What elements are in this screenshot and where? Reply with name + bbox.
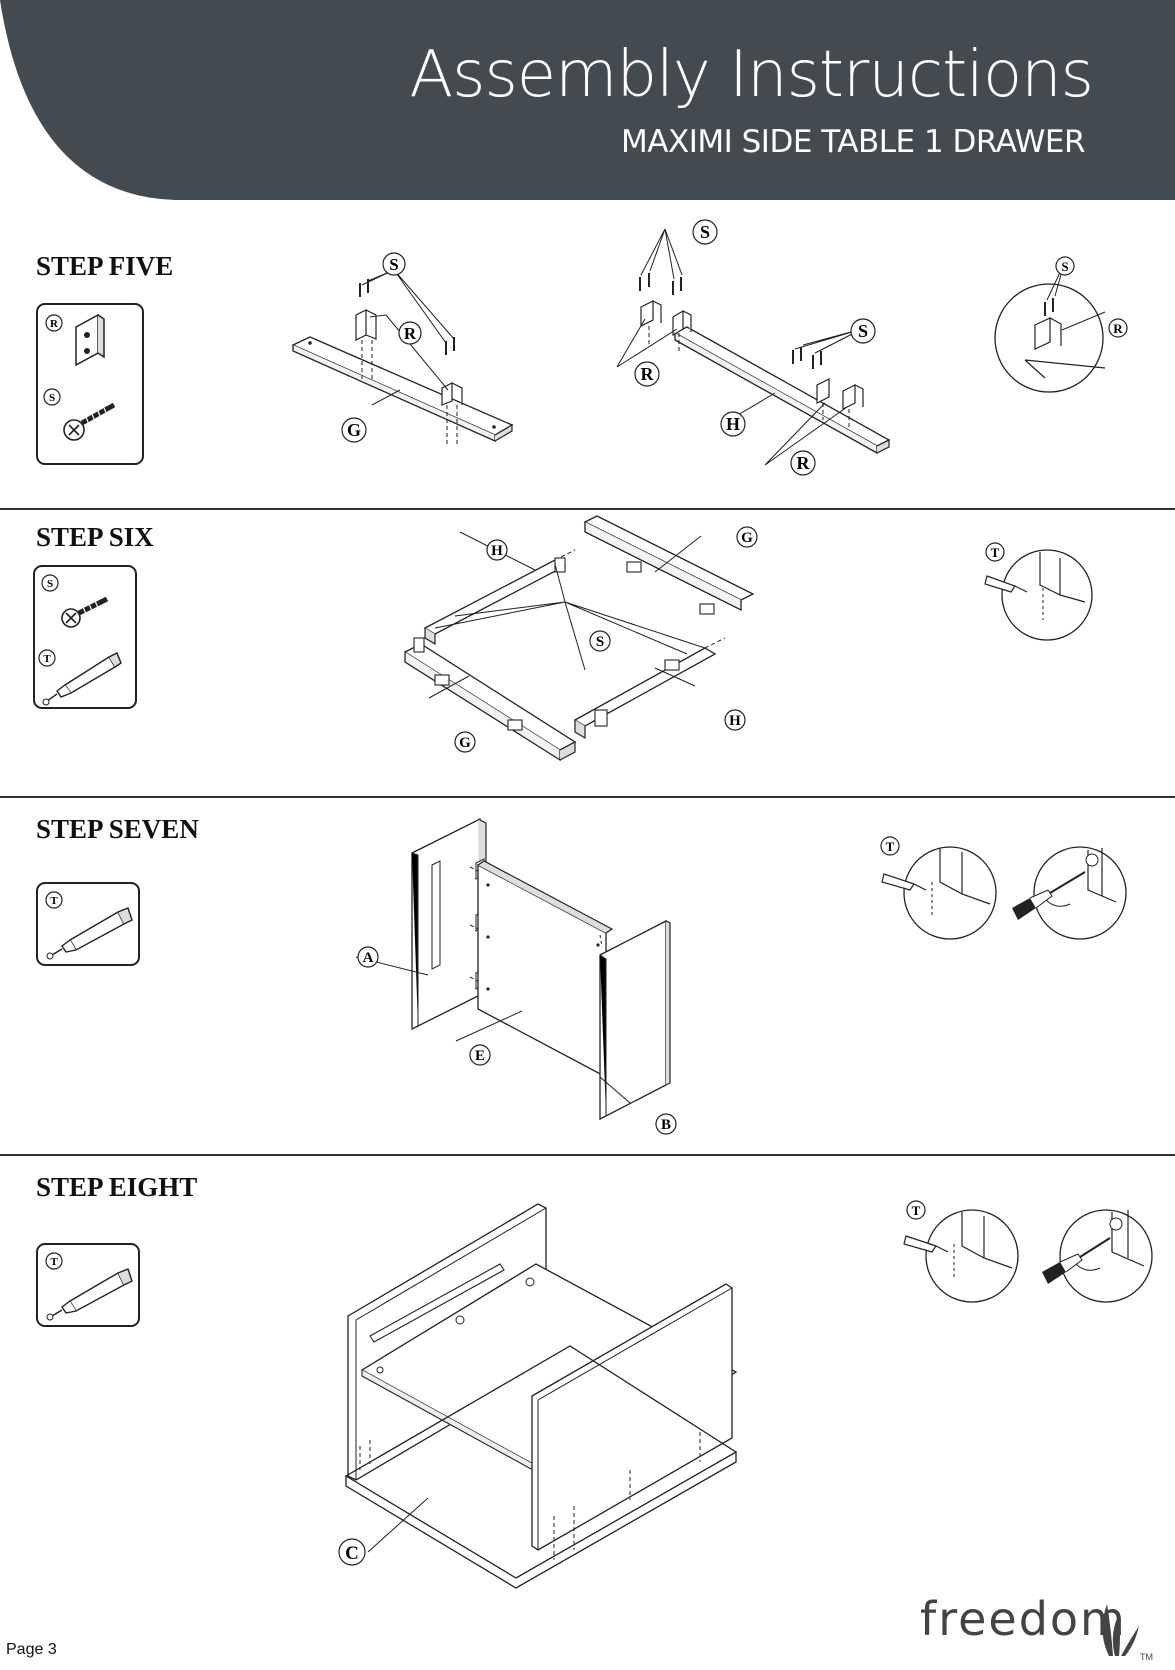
label-s: S	[692, 219, 718, 245]
page-number: Page 3	[6, 1641, 57, 1658]
svg-text:T: T	[43, 653, 51, 665]
svg-text:T: T	[50, 895, 58, 907]
part-label-t: T	[45, 891, 63, 909]
glue-tube-icon	[46, 1268, 133, 1321]
step-eight-detail-diagram: T	[903, 1200, 1153, 1303]
step-five-rail-g-diagram: S R G	[291, 252, 514, 445]
label-c: C	[338, 1538, 366, 1566]
step-divider	[0, 1154, 1175, 1156]
svg-text:H: H	[729, 713, 741, 729]
label-b: B	[655, 1113, 677, 1135]
svg-text:G: G	[459, 735, 471, 751]
step-five-detail-diagram: S R	[994, 256, 1128, 393]
step-eight-parts: T	[45, 1252, 133, 1321]
glue-tube-icon	[42, 652, 122, 706]
label-a: A	[357, 946, 379, 968]
svg-text:C: C	[345, 1543, 359, 1564]
bracket-icon	[75, 313, 105, 367]
label-r: R	[790, 450, 816, 476]
label-r: R	[634, 361, 660, 387]
svg-text:E: E	[475, 1048, 485, 1064]
step-six-frame-diagram: H G S G H	[403, 515, 758, 762]
step-eight-carcass-diagram: C	[338, 1203, 738, 1589]
label-t: T	[985, 542, 1005, 562]
header-band: Assembly Instructions MAXIMI SIDE TABLE …	[0, 0, 1175, 200]
step-six-parts: S T	[38, 574, 122, 706]
label-h: H	[486, 539, 508, 561]
step-six-parts-box: S T	[33, 565, 137, 709]
step-five-title: STEP FIVE	[36, 251, 174, 281]
step-eight-title: STEP EIGHT	[36, 1172, 198, 1202]
svg-text:S: S	[1061, 259, 1068, 274]
svg-text:S: S	[700, 222, 710, 242]
step-seven-parts-box: T	[36, 882, 140, 966]
svg-text:G: G	[741, 530, 753, 546]
svg-text:R: R	[50, 318, 59, 330]
svg-text:H: H	[491, 543, 503, 559]
label-t: T	[880, 836, 900, 856]
document-title: Assembly Instructions	[409, 38, 1094, 112]
part-label-t: T	[38, 649, 56, 667]
step-seven-detail-diagram: T	[880, 836, 1127, 940]
label-h: H	[720, 411, 746, 437]
svg-text:T: T	[991, 545, 1000, 560]
part-label-t: T	[45, 1252, 63, 1270]
label-s: S	[382, 252, 406, 276]
svg-text:R: R	[797, 453, 811, 473]
svg-text:T: T	[50, 1256, 58, 1268]
label-s: S	[850, 318, 876, 344]
step-six-glue-detail: T	[984, 542, 1093, 641]
label-e: E	[469, 1044, 491, 1066]
label-r: R	[1108, 318, 1128, 338]
svg-text:R: R	[1113, 321, 1123, 336]
svg-text:A: A	[363, 950, 374, 966]
screwdriver-icon	[1012, 871, 1086, 920]
svg-text:H: H	[726, 414, 740, 434]
step-five-parts: R S	[43, 313, 116, 441]
step-divider	[0, 796, 1175, 798]
brand-leaf-icon	[1102, 1604, 1139, 1656]
step-five-rail-h-diagram: S R S H R	[616, 219, 891, 476]
step-seven-panels-diagram: A E B	[355, 817, 677, 1135]
label-r: R	[398, 321, 422, 345]
label-g: G	[454, 731, 476, 753]
document-subtitle: MAXIMI SIDE TABLE 1 DRAWER	[621, 124, 1085, 160]
header-shape	[0, 0, 1175, 200]
brand-logo-text: freedom	[920, 1592, 1127, 1646]
step-six-title: STEP SIX	[36, 522, 154, 552]
svg-text:T: T	[912, 1203, 921, 1218]
label-s: S	[589, 630, 611, 652]
glue-tube-icon	[46, 907, 133, 960]
part-label-r: R	[45, 314, 63, 332]
label-h: H	[724, 709, 746, 731]
label-s: S	[1055, 256, 1075, 276]
step-seven-title: STEP SEVEN	[36, 814, 199, 844]
svg-text:R: R	[404, 324, 417, 343]
svg-text:G: G	[347, 420, 361, 440]
label-t: T	[906, 1200, 926, 1220]
part-label-s: S	[43, 388, 61, 406]
svg-text:R: R	[641, 364, 655, 384]
label-g: G	[341, 417, 367, 443]
step-eight-parts-box: T	[36, 1243, 140, 1327]
svg-text:S: S	[389, 255, 398, 274]
step-divider	[0, 508, 1175, 510]
svg-text:S: S	[858, 321, 868, 341]
step-five-parts-box: R S	[36, 303, 144, 465]
svg-text:S: S	[49, 392, 55, 404]
svg-text:T: T	[886, 839, 895, 854]
trademark-symbol: TM	[1140, 1652, 1153, 1662]
label-g: G	[736, 526, 758, 548]
svg-text:S: S	[47, 578, 53, 590]
svg-text:B: B	[661, 1117, 671, 1133]
screw-icon	[63, 402, 116, 441]
screwdriver-icon	[1042, 1237, 1111, 1284]
part-label-s: S	[41, 574, 59, 592]
screw-icon	[61, 596, 109, 628]
step-seven-parts: T	[45, 891, 133, 960]
svg-text:S: S	[596, 634, 604, 650]
